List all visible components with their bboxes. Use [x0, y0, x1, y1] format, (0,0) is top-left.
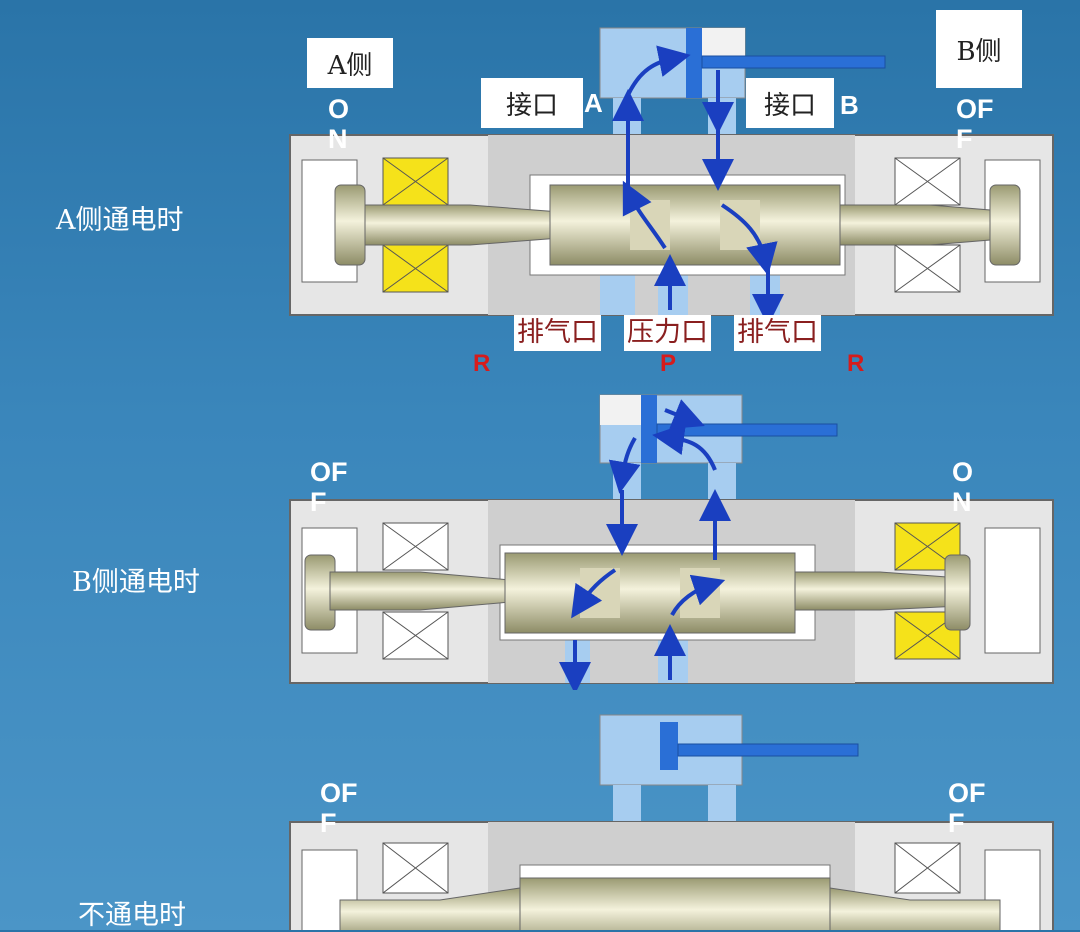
coil-status-left-2: OFF	[310, 457, 348, 517]
port-a-mark: A	[584, 88, 603, 118]
port-b-label: 接口	[746, 78, 834, 128]
coil-status-left-3: OFF	[320, 778, 358, 838]
left-coil-off	[382, 522, 449, 660]
coil-status-right-1: OFF	[956, 94, 994, 154]
port-a-label: 接口	[481, 78, 583, 128]
exhaust-port-right-label: 排气口	[734, 315, 821, 351]
coil-status-right-3: OFF	[948, 778, 986, 838]
port-b-mark: B	[840, 90, 859, 120]
state-label-a: A侧通电时	[56, 205, 184, 236]
state-label-none: 不通电时	[78, 900, 186, 931]
left-coil-on	[382, 157, 449, 293]
state-label-b: B侧通电时	[72, 567, 200, 598]
p-mark: P	[660, 350, 677, 377]
pressure-port-label: 压力口	[624, 315, 711, 351]
b-side-label: B侧	[936, 10, 1022, 88]
coil-status-right-2: ON	[952, 457, 974, 517]
exhaust-port-left-label: 排气口	[514, 315, 601, 351]
a-side-label: A侧	[307, 38, 393, 88]
valve-diagram-a-energized	[289, 27, 1054, 326]
valve-diagram-deenergized	[289, 714, 1054, 930]
r-right-mark: R	[847, 350, 865, 377]
valve-diagram-b-energized	[289, 394, 1054, 690]
r-left-mark: R	[473, 350, 491, 377]
right-coil-off	[894, 157, 961, 293]
coil-status-left-1: ON	[328, 94, 350, 154]
